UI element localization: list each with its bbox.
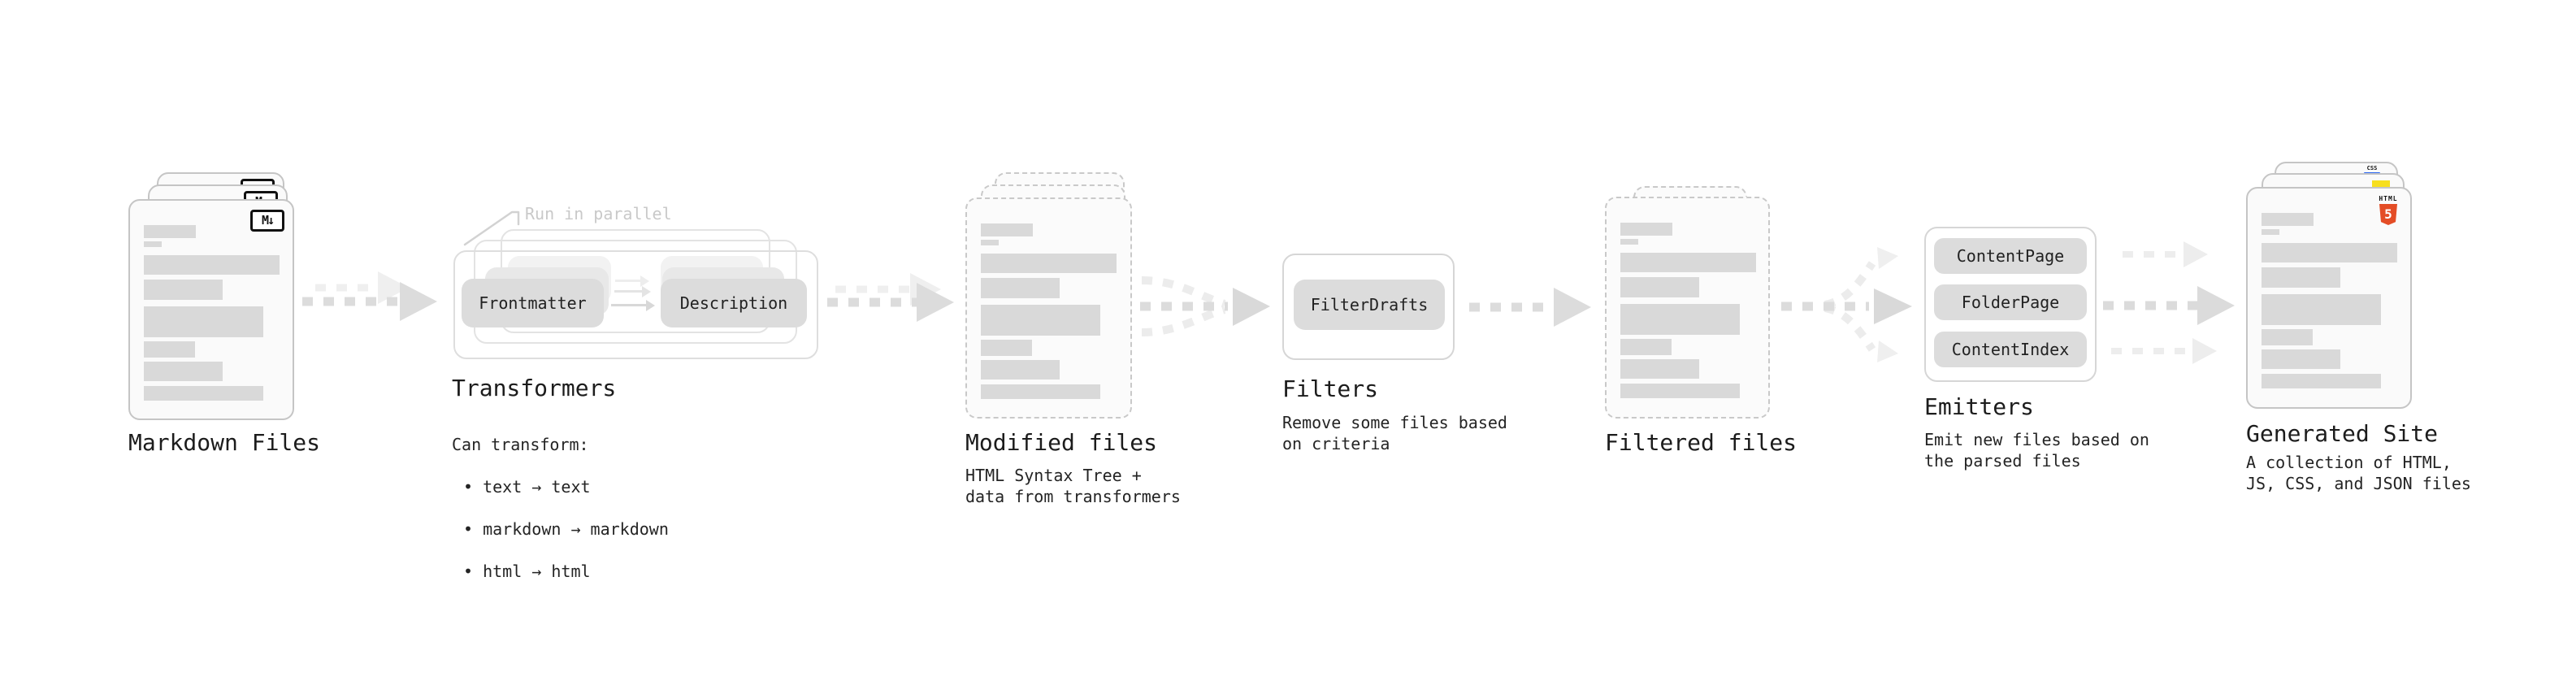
- emitters-description: Emit new files based on the parsed files: [1924, 430, 2149, 471]
- transformers-description: Can transform: • text → text • markdown …: [452, 413, 669, 603]
- description-box-label: Description: [679, 293, 788, 313]
- transform-bullet: • html → html: [463, 562, 591, 581]
- doc-text-bars: [1607, 198, 1768, 417]
- transform-arrow-icon: [614, 290, 643, 293]
- html5-icon-word: HTML: [2379, 195, 2398, 202]
- filter-drafts-box: FilterDrafts: [1294, 280, 1445, 330]
- modified-files-label: Modified files: [965, 429, 1158, 456]
- merge-flow-arrow: [1140, 276, 1270, 336]
- css-icon-label: CSS: [2366, 165, 2378, 171]
- transformers-label: Transformers: [452, 375, 617, 401]
- fanout-flow-arrow: [1781, 247, 1912, 362]
- doc-text-bars: [967, 199, 1130, 417]
- flow-arrow: [302, 280, 437, 323]
- flow-arrow-light: [2111, 337, 2217, 365]
- emitter-folderpage-label: FolderPage: [1961, 293, 2060, 312]
- flow-arrow: [827, 281, 954, 323]
- emitter-contentindex-label: ContentIndex: [1951, 340, 2070, 359]
- html5-icon: HTML 5: [2376, 195, 2400, 225]
- markdown-icon: M↓: [250, 210, 284, 232]
- transform-bullet: • text → text: [463, 477, 591, 497]
- flow-arrow: [1469, 286, 1591, 328]
- filter-drafts-label: FilterDrafts: [1310, 295, 1429, 314]
- filtered-files-label: Filtered files: [1605, 429, 1798, 456]
- generated-site-card-front: HTML 5: [2246, 187, 2412, 409]
- filtered-file-card-front: [1605, 197, 1770, 419]
- doc-text-bars: [130, 201, 293, 419]
- emitter-contentpage-label: ContentPage: [1956, 246, 2065, 266]
- generated-site-label: Generated Site: [2246, 420, 2439, 447]
- transform-arrow-icon: [611, 304, 647, 306]
- markdown-files-label: Markdown Files: [128, 429, 321, 456]
- flow-arrow-light: [2123, 241, 2208, 268]
- markdown-file-card-front: M↓: [128, 199, 294, 420]
- transform-bullet: • markdown → markdown: [463, 519, 669, 539]
- emitter-box-contentindex: ContentIndex: [1934, 332, 2087, 367]
- doc-text-bars: [2248, 189, 2410, 407]
- filters-description: Remove some files based on criteria: [1282, 413, 1507, 453]
- html5-icon-shield: 5: [2379, 204, 2397, 225]
- description-box: Description: [661, 279, 807, 327]
- transformer-stack-outline-front: [453, 250, 818, 359]
- emitter-box-contentpage: ContentPage: [1934, 238, 2087, 274]
- parallel-callout-label: Run in parallel: [525, 204, 672, 223]
- transformers-desc-title: Can transform:: [452, 435, 589, 454]
- modified-file-card-front: [965, 197, 1132, 419]
- modified-files-description: HTML Syntax Tree + data from transformer…: [965, 466, 1181, 506]
- parallel-callout-line: [463, 210, 520, 246]
- flow-arrow: [2103, 285, 2235, 326]
- emitter-box-folderpage: FolderPage: [1934, 284, 2087, 320]
- transform-arrow-icon: [615, 280, 641, 282]
- generated-site-description: A collection of HTML, JS, CSS, and JSON …: [2246, 453, 2471, 493]
- emitters-label: Emitters: [1924, 393, 2034, 420]
- js-file-icon: [2372, 180, 2390, 188]
- frontmatter-box-label: Frontmatter: [479, 293, 587, 313]
- frontmatter-box: Frontmatter: [462, 279, 604, 327]
- filters-label: Filters: [1282, 375, 1379, 402]
